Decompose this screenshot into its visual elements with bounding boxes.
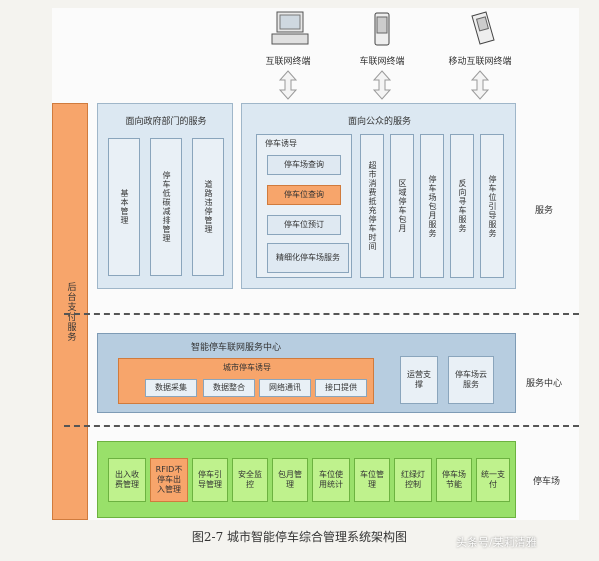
public-column: 区域停车包月 [390, 134, 414, 278]
backend-label: 后台支付服务 [65, 281, 76, 342]
parking-item-highlight: RFID不停车出入管理 [150, 458, 188, 502]
public-services: 面向公众的服务 停车诱导 停车场查询 停车位查询 停车位预订 精细化停车场服务 … [241, 103, 516, 289]
public-column: 超市消费抵充停车时间 [360, 134, 384, 278]
center-guide-item: 网络通讯 [259, 379, 311, 397]
layer-label-service: 服务 [535, 206, 554, 216]
center-side-item: 运营支撑 [400, 356, 438, 404]
parking-item: 停车场节能 [436, 458, 472, 502]
mobile-phone-icon [471, 11, 495, 45]
layer-label-parking: 停车场 [533, 477, 561, 487]
terminal-car: 车联网终端 [350, 10, 414, 100]
parking-item: 红绿灯控制 [394, 458, 432, 502]
center-guide-item: 数据采集 [145, 379, 197, 397]
double-arrow-icon [470, 70, 490, 100]
center-guide-item: 数据整合 [203, 379, 255, 397]
parking-item: 包月管理 [272, 458, 308, 502]
guide-item: 停车位预订 [267, 215, 341, 235]
parking-item: 车位使用统计 [312, 458, 350, 502]
parking-guide-box: 停车诱导 停车场查询 停车位查询 停车位预订 精细化停车场服务 [256, 134, 352, 278]
parking-guide-title: 停车诱导 [265, 139, 297, 148]
gov-services: 面向政府部门的服务 基本管理 停车低碳减排管理 道路违停管理 [97, 103, 233, 289]
center-side-item: 停车场云服务 [448, 356, 494, 404]
terminal-label: 车联网终端 [359, 57, 405, 67]
parking-item: 安全监控 [232, 458, 268, 502]
parking-item: 车位管理 [354, 458, 390, 502]
terminal-label: 移动互联网终端 [448, 57, 512, 67]
guide-item: 停车场查询 [267, 155, 341, 175]
gov-title: 面向政府部门的服务 [125, 117, 207, 127]
separator [64, 313, 579, 315]
public-column: 反向寻车服务 [450, 134, 474, 278]
public-title: 面向公众的服务 [347, 117, 411, 127]
computer-icon [271, 11, 309, 45]
service-center: 智能停车联网服务中心 城市停车诱导 数据采集 数据整合 网络通讯 接口提供 运营… [97, 333, 516, 413]
parking-layer: 出入收费管理 RFID不停车出入管理 停车引导管理 安全监控 包月管理 车位使用… [97, 441, 516, 518]
public-column: 停车位引导服务 [480, 134, 504, 278]
gov-item: 基本管理 [108, 138, 140, 276]
guide-item-highlight: 停车位查询 [267, 185, 341, 205]
double-arrow-icon [372, 70, 392, 100]
layer-label-center: 服务中心 [526, 379, 563, 389]
gov-item: 道路违停管理 [192, 138, 224, 276]
figure-caption: 图2-7 城市智能停车综合管理系统架构图 [191, 530, 408, 544]
center-title: 智能停车联网服务中心 [190, 343, 281, 353]
parking-item: 统一支付 [476, 458, 510, 502]
center-guide-item: 接口提供 [315, 379, 367, 397]
parking-item: 出入收费管理 [108, 458, 146, 502]
public-column: 停车场包月服务 [420, 134, 444, 278]
watermark: 头条号/某莉清雅 [456, 536, 537, 549]
terminal-label: 互联网终端 [265, 57, 311, 67]
parking-item: 停车引导管理 [192, 458, 228, 502]
city-guide-title: 城市停车诱导 [223, 363, 271, 372]
terminal-mobile: 移动互联网终端 [440, 10, 520, 100]
terminal-pc: 互联网终端 [258, 10, 318, 100]
city-guide-box: 城市停车诱导 数据采集 数据整合 网络通讯 接口提供 [118, 358, 374, 404]
backend-payment-bar: 后台支付服务 [52, 103, 88, 520]
separator [64, 425, 579, 427]
gov-item: 停车低碳减排管理 [150, 138, 182, 276]
phone-icon [374, 12, 390, 46]
guide-item: 精细化停车场服务 [267, 243, 349, 273]
double-arrow-icon [278, 70, 298, 100]
